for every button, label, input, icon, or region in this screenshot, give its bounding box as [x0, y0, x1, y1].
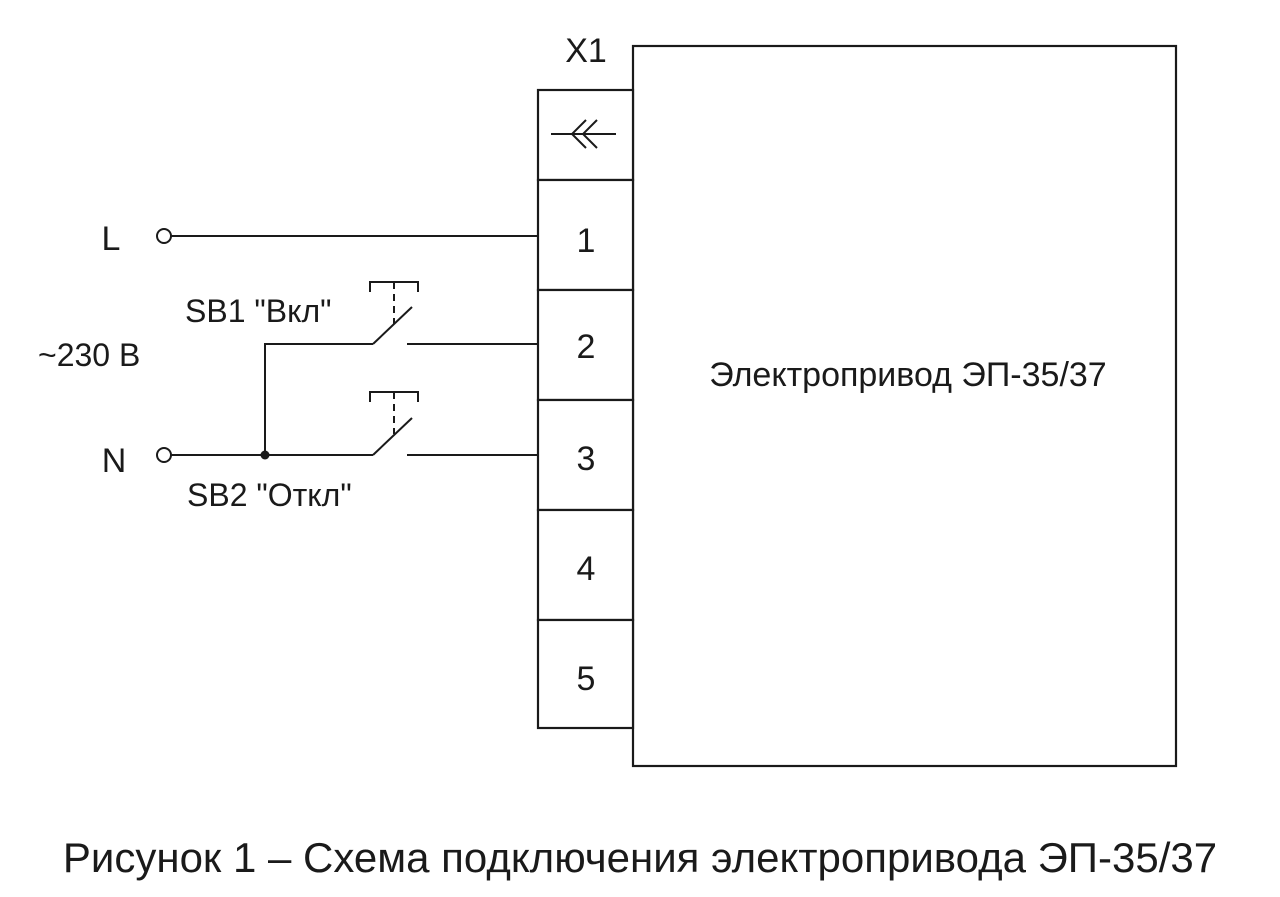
connector-plug-icon: [551, 119, 616, 149]
device-box: [631, 44, 1178, 768]
voltage-label: ~230 В: [38, 337, 140, 373]
device-label: Электропривод ЭП-35/37: [709, 356, 1106, 394]
terminal-number: 5: [577, 660, 596, 698]
terminal-cell: [536, 618, 635, 730]
terminal-cell: [536, 178, 635, 292]
terminal-number: 1: [577, 222, 596, 260]
figure-caption: Рисунок 1 – Схема подключения электропри…: [63, 834, 1217, 881]
sb1-pushbutton: [369, 281, 538, 345]
terminal-number: 2: [577, 328, 596, 366]
sb1-feed-wire: [264, 343, 373, 455]
terminal-number: 4: [577, 550, 596, 588]
terminal-cell: [536, 288, 635, 402]
terminal-number: 3: [577, 440, 596, 478]
sb2-label: SB2 "Откл": [187, 477, 352, 513]
neutral-label: N: [102, 442, 127, 480]
line-terminal-circle: [156, 228, 172, 244]
neutral-terminal-circle: [156, 447, 172, 463]
connector-block: 1 2 3 4 5: [536, 88, 635, 730]
sb1-label: SB1 "Вкл": [185, 293, 331, 329]
sb2-pushbutton: [369, 391, 538, 456]
connector-label: X1: [565, 32, 607, 70]
line-label: L: [102, 220, 121, 258]
